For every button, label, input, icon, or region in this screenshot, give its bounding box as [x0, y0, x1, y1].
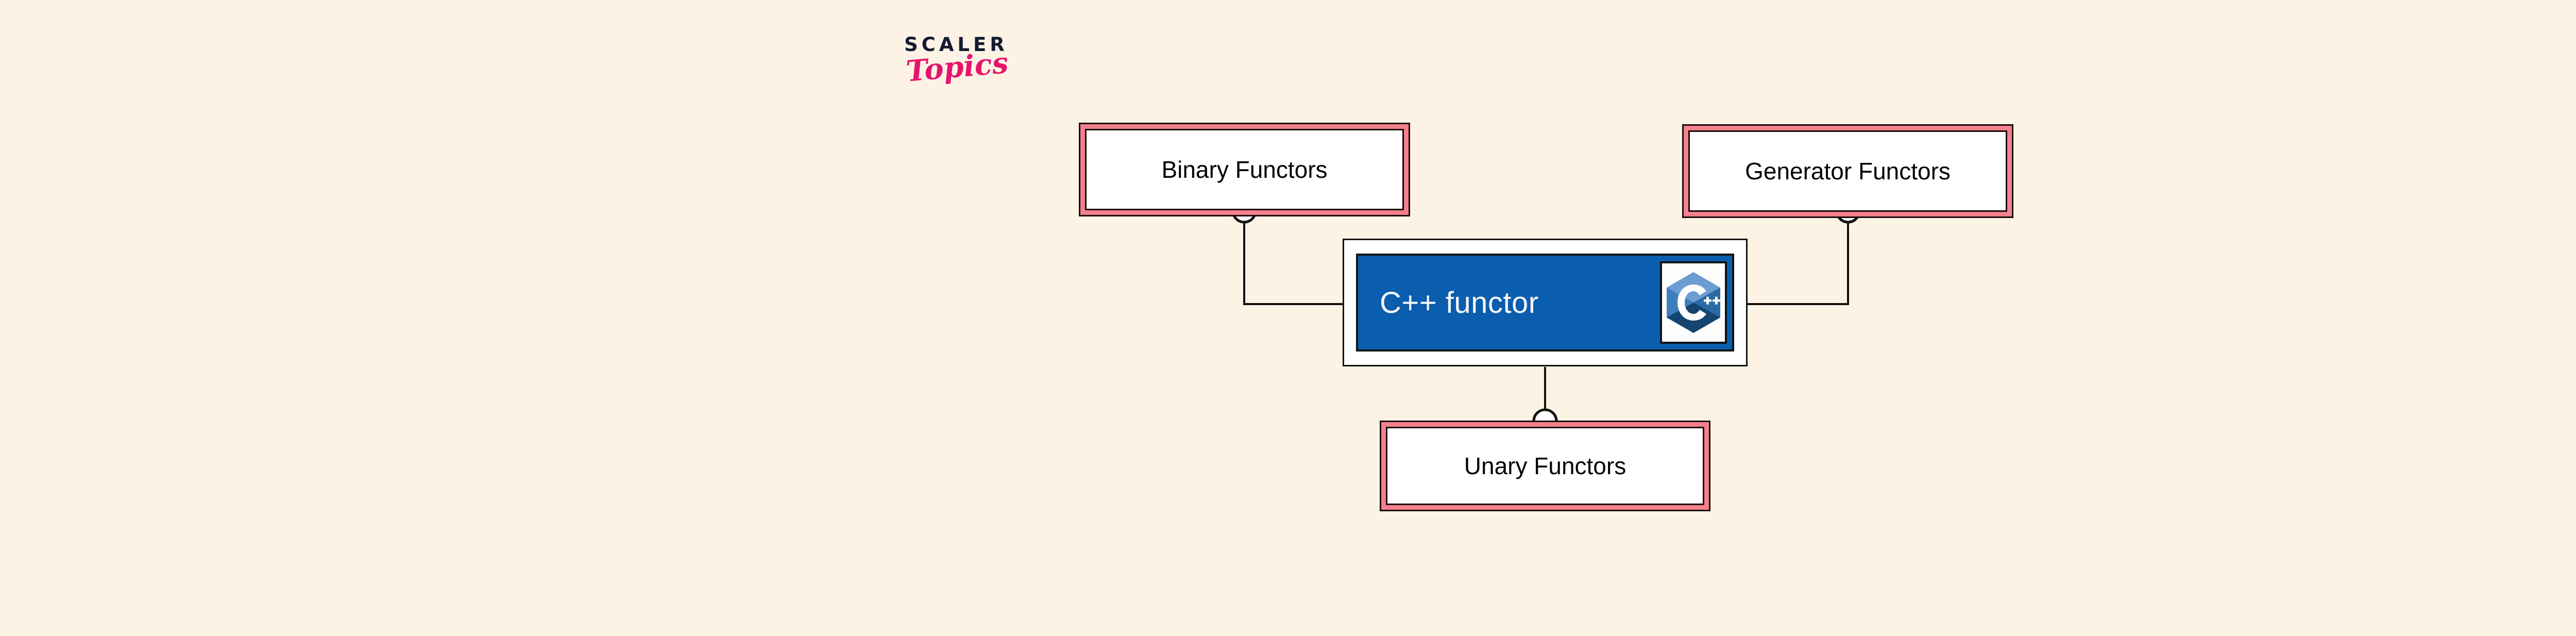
node-unary-functors-label: Unary Functors [1464, 453, 1626, 479]
scaler-topics-logo: SCALER Topics [904, 35, 1038, 102]
node-generator-functors[interactable]: Generator Functors [1682, 124, 2013, 218]
node-binary-functors-inner: Binary Functors [1085, 129, 1404, 210]
node-cpp-functor-label: C++ functor [1380, 286, 1539, 320]
connector-line-binary-to-center [1243, 222, 1344, 305]
cpp-logo-icon [1667, 272, 1720, 333]
node-unary-functors[interactable]: Unary Functors [1380, 421, 1710, 511]
node-unary-functors-inner: Unary Functors [1386, 427, 1704, 505]
node-generator-functors-label: Generator Functors [1745, 158, 1951, 185]
node-generator-functors-inner: Generator Functors [1688, 130, 2007, 212]
connector-line-generator-to-center [1747, 222, 1849, 305]
node-cpp-functor[interactable]: C++ functor [1343, 239, 1748, 366]
brand-scaler-wordmark: SCALER [904, 34, 1008, 56]
cpp-logo-badge [1660, 261, 1727, 344]
node-binary-functors[interactable]: Binary Functors [1079, 123, 1410, 216]
node-binary-functors-label: Binary Functors [1161, 156, 1328, 183]
node-cpp-functor-inner: C++ functor [1356, 254, 1734, 352]
